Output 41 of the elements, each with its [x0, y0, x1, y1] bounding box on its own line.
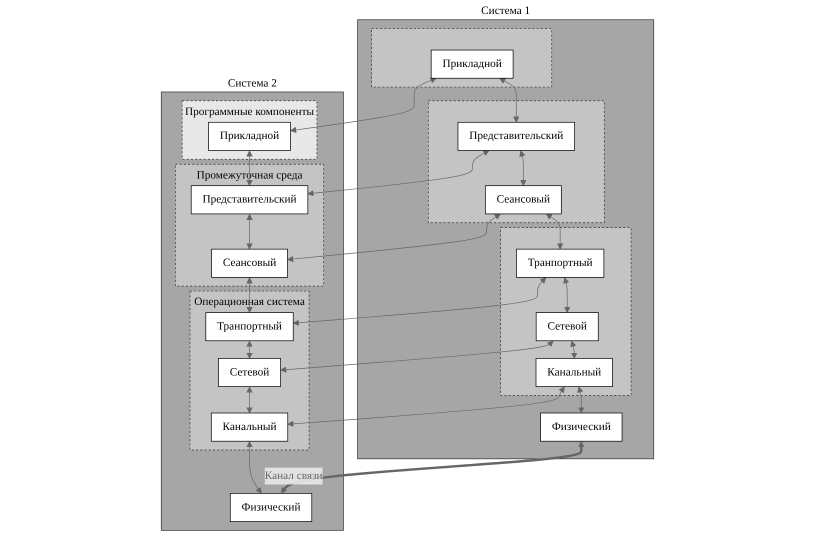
arrow [563, 277, 570, 313]
cluster [500, 227, 632, 396]
node-box: Транпортный [516, 248, 604, 278]
node-box: Транпортный [205, 312, 294, 342]
node-box: Сетевой [536, 312, 599, 342]
arrow [246, 386, 253, 414]
arrow [280, 340, 554, 373]
arrow [290, 78, 436, 133]
arrow [577, 386, 584, 414]
arrow [246, 150, 253, 186]
arrow [570, 340, 578, 359]
cluster [428, 100, 605, 224]
cluster [160, 92, 344, 531]
edge-label: Канал связи [264, 470, 323, 482]
cluster [357, 19, 654, 460]
arrow [519, 150, 526, 186]
arrow [246, 214, 253, 250]
cluster [371, 28, 552, 88]
node-box: Прикладной [430, 50, 514, 79]
arrow [308, 150, 490, 196]
arrow [246, 340, 253, 359]
arrow [292, 277, 546, 326]
node-box: Представительский [190, 185, 308, 214]
node-box: Канальный [210, 412, 288, 442]
node-box: Представительский [458, 122, 575, 151]
node-box: Сетевой [218, 358, 281, 387]
node-label: Система 2 [228, 77, 277, 90]
node-box: Сеансовый [211, 248, 288, 278]
node-box: Физический [230, 493, 312, 522]
node-box: Сеансовый [484, 185, 562, 214]
node-box: Канальный [536, 358, 613, 387]
node-box: Прикладной [208, 122, 291, 151]
node-box: Физический [540, 412, 622, 442]
arrow [287, 214, 501, 262]
arrow [246, 441, 262, 494]
arrow [546, 214, 564, 250]
arrow [280, 441, 584, 494]
node-label: Система 1 [481, 4, 530, 17]
arrow [499, 78, 520, 123]
arrow [288, 386, 565, 427]
arrow [246, 277, 253, 313]
